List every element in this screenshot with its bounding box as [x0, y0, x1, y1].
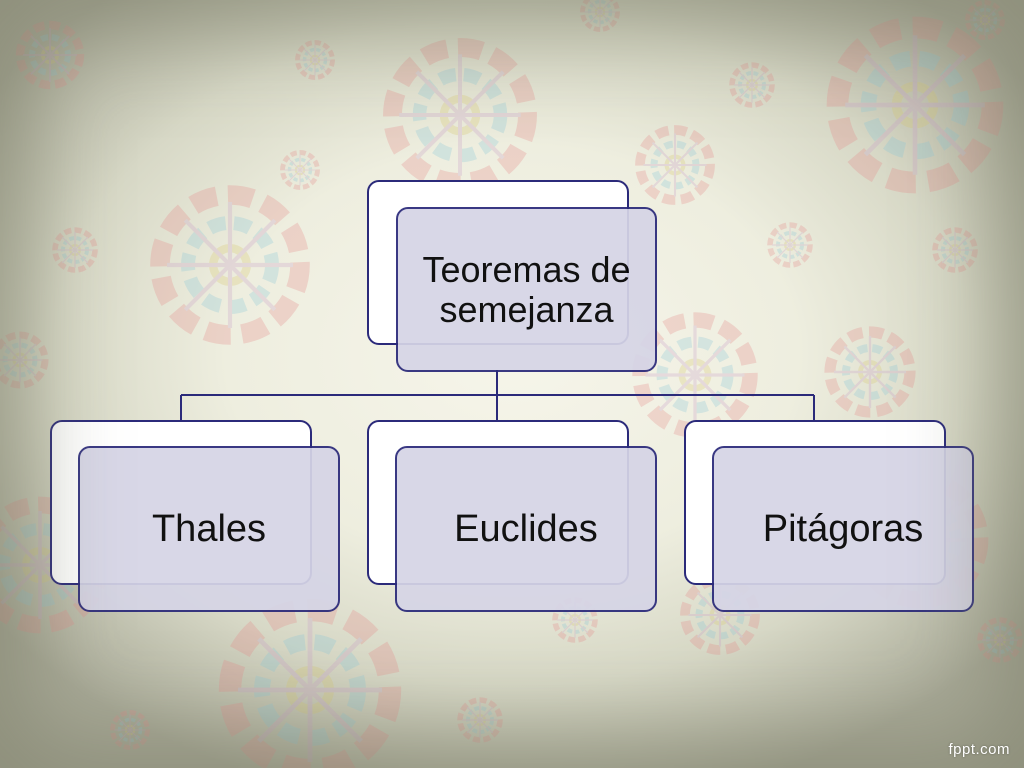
- child-node-pitagoras-label: Pitágoras: [762, 508, 924, 550]
- child-node-euclides-label: Euclides: [454, 508, 598, 550]
- root-node-label: Teoremas de semejanza: [422, 248, 631, 330]
- child-node-euclides: Euclides: [395, 446, 657, 612]
- child-node-thales: Thales: [78, 446, 340, 612]
- root-node: Teoremas de semejanza: [396, 207, 657, 372]
- child-node-pitagoras: Pitágoras: [712, 446, 974, 612]
- watermark-text: fppt.com: [948, 741, 1010, 758]
- child-node-thales-label: Thales: [151, 508, 267, 550]
